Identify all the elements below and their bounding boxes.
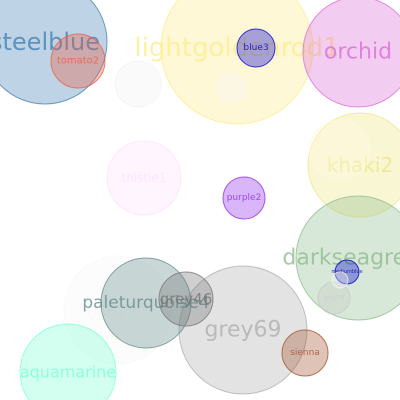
bubble-thistle1: thistle1 <box>106 140 182 216</box>
bubble-label-aquamarine: aquamarine <box>20 363 116 382</box>
bubble-label-paleturquoise4: paleturquoise4 <box>82 293 209 313</box>
bubble-label-sienna: sienna <box>290 348 320 358</box>
bubble-circle-purple2 <box>222 176 266 220</box>
bubble-label-grey69: grey69 <box>204 318 281 343</box>
bubble-circle-grey46 <box>158 271 214 327</box>
bubble-circle-orchid <box>302 0 400 108</box>
bubble-label-purple2: purple2 <box>227 193 262 203</box>
bubble-khaki2: khaki2 <box>307 112 400 218</box>
bubble-sienna: sienna <box>281 329 329 377</box>
bubble-grey69: grey69 <box>178 265 308 395</box>
bubble-tomato2: tomato2 <box>50 33 106 89</box>
bubble-label-blue3: blue3 <box>243 43 268 53</box>
bubble-circle-darkseagreen <box>295 195 400 321</box>
bubble-circle-khaki2 <box>307 112 400 218</box>
bubble-circle-unlabeled-19 <box>309 119 371 181</box>
bubble-circle-unlabeled-18 <box>216 73 246 103</box>
bubble-circle-tomato2 <box>50 33 106 89</box>
bubble-unlabeled-18 <box>216 73 246 103</box>
bubble-unlabeled-19 <box>309 119 371 181</box>
bubble-circle-thistle1 <box>106 140 182 216</box>
bubble-grey46: grey46 <box>158 271 214 327</box>
bubble-circle-sienna <box>281 329 329 377</box>
bubble-label-grey46: grey46 <box>160 290 213 308</box>
bubble-circle-aquamarine <box>19 323 117 400</box>
bubble-label-thistle1: thistle1 <box>122 171 167 185</box>
bubble-darkseagreen: darkseagreen <box>282 195 400 321</box>
bubble-circle-lightgoldenrod1 <box>160 0 314 125</box>
bubble-label-darkseagreen: darkseagreen <box>282 246 400 271</box>
bubble-purple2: purple2 <box>222 176 266 220</box>
bubble-label-orchid: orchid <box>324 40 392 65</box>
bubble-steelblue: steelblue <box>0 0 108 105</box>
bubble-circle-paleturquoise4 <box>100 257 192 349</box>
bubble-circle-steelblue <box>0 0 108 105</box>
bubble-circle-unlabeled-17 <box>114 60 162 108</box>
bubble-unlabeled-17 <box>114 60 162 108</box>
bubble-label-tomato2: tomato2 <box>57 56 99 67</box>
bubble-circle-grey79 <box>317 281 351 315</box>
bubble-aquamarine: aquamarine <box>19 323 117 400</box>
bubble-label-steelblue: steelblue <box>0 28 100 56</box>
bubble-orchid: orchid <box>302 0 400 108</box>
bubble-label-grey79: grey79 <box>323 295 344 302</box>
bubble-unlabeled-20 <box>331 271 349 289</box>
bubble-paleturquoise4: paleturquoise4 <box>82 257 210 349</box>
bubble-label-mediumblue: mediumblue <box>331 269 362 275</box>
bubble-grey79: grey79 <box>317 281 351 315</box>
bubble-blue3: blue3 <box>236 28 276 68</box>
bubble-circle-unlabeled-20 <box>331 271 349 289</box>
bubble-circle-grey97 <box>63 255 173 365</box>
bubble-circle-blue3 <box>236 28 276 68</box>
